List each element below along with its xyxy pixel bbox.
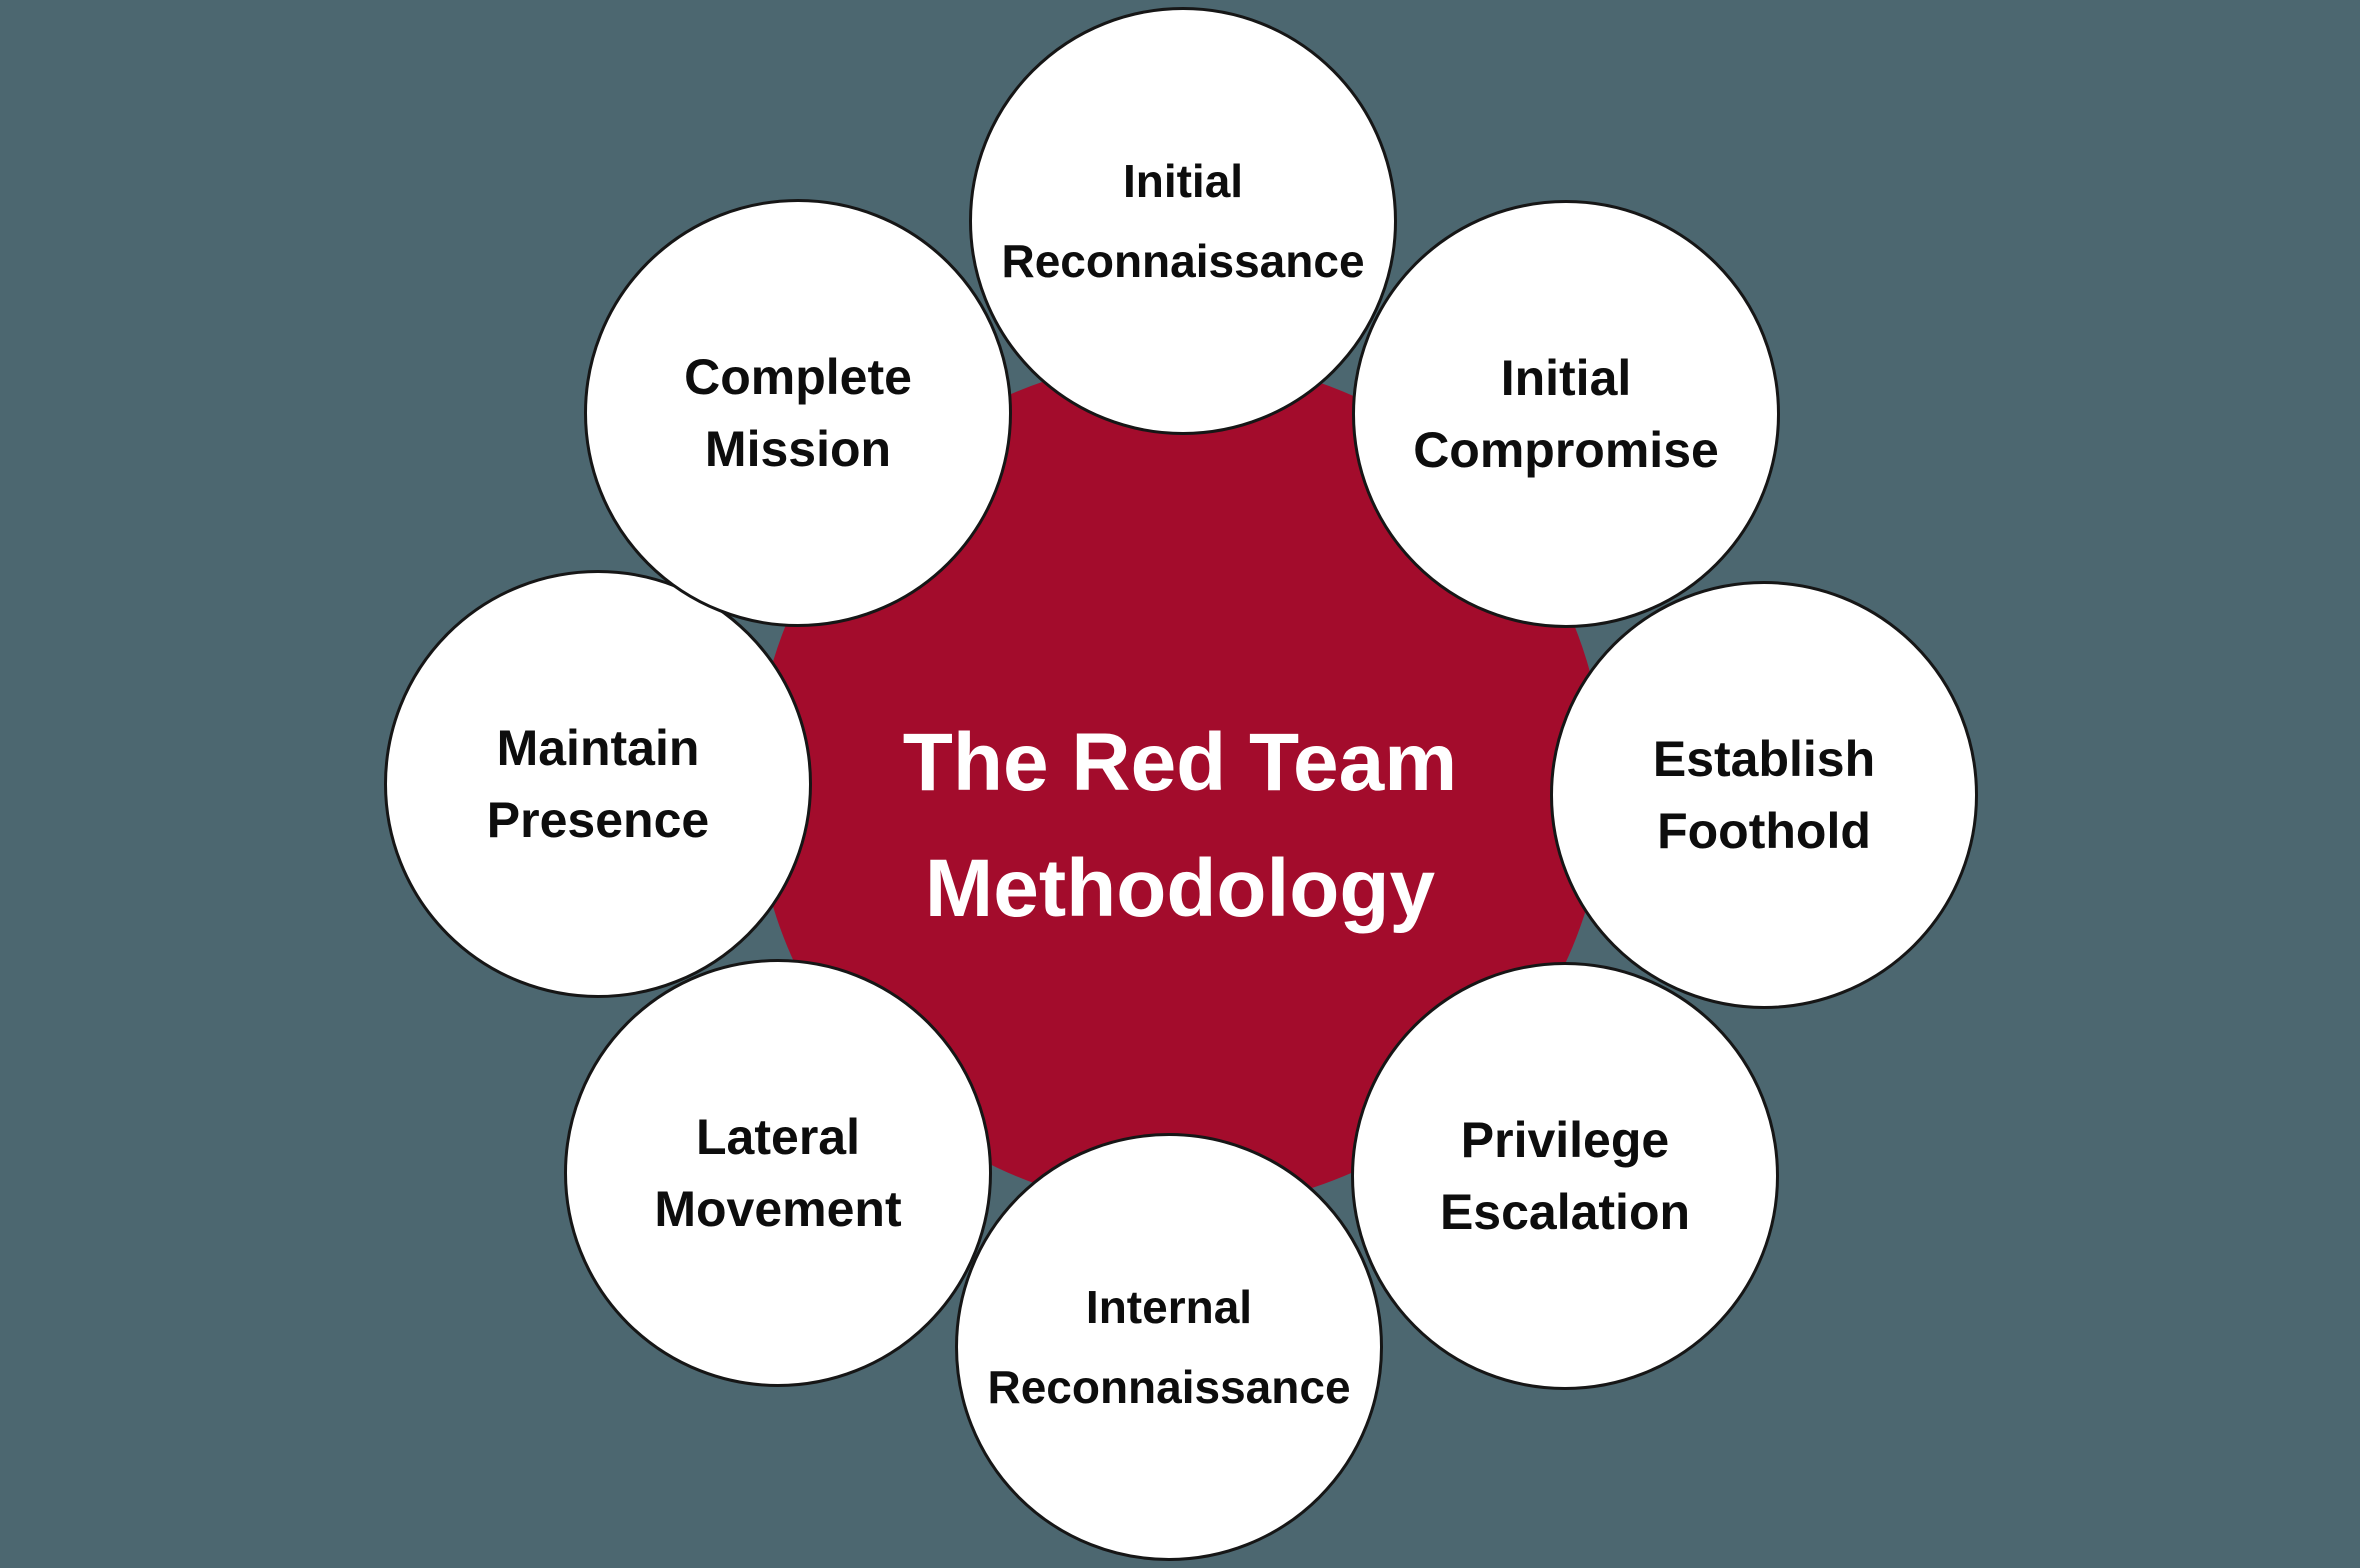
stage-label-line: Escalation — [1439, 1184, 1691, 1240]
stage-circle-internal-reconnaissance: Internal Reconnaissance — [955, 1133, 1383, 1561]
stage-circle-initial-reconnaissance: Initial Reconnaissance — [969, 7, 1397, 435]
stage-label-line: Movement — [654, 1181, 902, 1237]
stage-circle-lateral-movement: Lateral Movement — [564, 959, 992, 1387]
stage-label-line: Reconnaissance — [987, 1361, 1351, 1413]
stage-label-line: Reconnaissance — [1001, 235, 1365, 287]
stage-label-line: Presence — [486, 792, 710, 848]
stage-label-line: Privilege — [1460, 1112, 1670, 1168]
stage-label-line: Lateral — [696, 1109, 860, 1165]
stage-label-line: Initial — [1500, 350, 1632, 406]
stage-label-line: Initial — [1122, 155, 1244, 207]
stage-label-line: Internal — [1085, 1281, 1253, 1333]
stage-label-line: Compromise — [1413, 422, 1719, 478]
stage-circle-maintain-presence: Maintain Presence — [384, 570, 812, 998]
stage-circle-establish-foothold: Establish Foothold — [1550, 581, 1978, 1009]
diagram-title-line1: The Red Team — [902, 717, 1458, 808]
stage-circle-complete-mission: Complete Mission — [584, 199, 1012, 627]
stage-label-line: Foothold — [1657, 803, 1871, 859]
stage-circle-initial-compromise: Initial Compromise — [1352, 200, 1780, 628]
stage-circle-privilege-escalation: Privilege Escalation — [1351, 962, 1779, 1390]
stage-label-line: Maintain — [496, 720, 700, 776]
diagram-title: The Red Team Methodology — [730, 700, 1630, 952]
stage-label-line: Complete — [684, 349, 912, 405]
diagram-title-line2: Methodology — [924, 843, 1436, 934]
stage-label-line: Establish — [1652, 731, 1876, 787]
stage-label-line: Mission — [704, 421, 892, 477]
